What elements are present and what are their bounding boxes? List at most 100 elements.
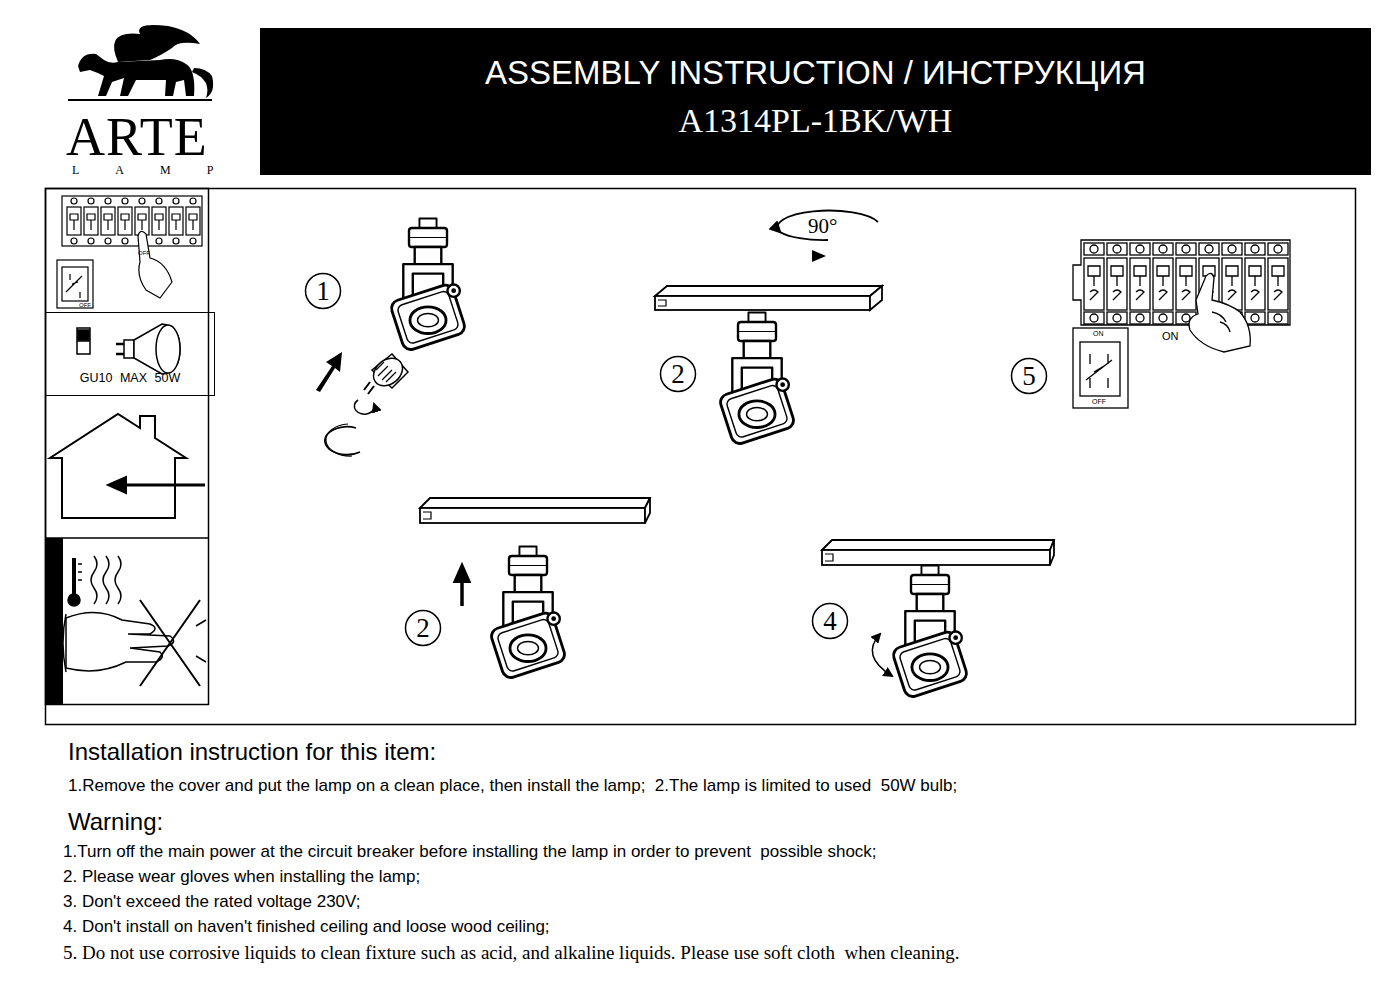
- breaker-icon-part-part: [71, 198, 77, 204]
- step2-insert-lamp-part: [423, 512, 431, 519]
- breaker-icon: [57, 196, 202, 308]
- brand-subtitle: LAMP: [72, 164, 249, 178]
- step5-breaker-part: [1245, 243, 1265, 324]
- step1-lamp-part: [364, 353, 408, 394]
- title-band: ASSEMBLY INSTRUCTION / ИНСТРУКЦИЯA1314PL…: [260, 28, 1371, 175]
- breaker-icon-part: [62, 267, 88, 301]
- warning-text: 1.Turn off the main power at the circuit…: [63, 842, 877, 862]
- indoor-icon-part: [50, 414, 186, 518]
- breaker-icon-part: [138, 231, 172, 298]
- switch-state: ON: [1162, 330, 1179, 343]
- step5-breaker-part-part: [1090, 314, 1098, 322]
- brand-name: ARTE: [66, 106, 208, 168]
- step5-breaker-part: [1153, 243, 1173, 324]
- step5-breaker: [1073, 240, 1290, 408]
- step5-breaker-part-part: [1088, 266, 1100, 300]
- step5-breaker-part: [1073, 240, 1290, 325]
- step-number: 4: [807, 602, 853, 640]
- title: ASSEMBLY INSTRUCTION / ИНСТРУКЦИЯ: [260, 50, 1371, 96]
- step2-rotate-lamp-part: [718, 313, 795, 446]
- bulb-icon-part: [134, 324, 180, 374]
- step-circle: 1: [300, 272, 346, 310]
- heat-warning-icon-part: [196, 620, 206, 662]
- step2-insert-lamp-part: [454, 564, 470, 582]
- step2-rotate-lamp-part: [812, 250, 826, 262]
- logo-griffin: [68, 25, 213, 100]
- bulb-icon-part: [124, 340, 134, 358]
- logo-griffin-part: [192, 68, 213, 98]
- breaker-icon-part: [101, 198, 115, 244]
- logo-griffin-part: [114, 25, 200, 62]
- warning-text: 5. Do not use corrosive liquids to clean…: [63, 942, 959, 964]
- step2-insert-lamp-part: [420, 498, 650, 508]
- step2-insert-lamp-part: [420, 508, 645, 523]
- step4-adjust-lamp-part: [1050, 540, 1054, 565]
- step4-adjust-lamp-part: [825, 554, 833, 561]
- bulb-spec: GU10 MAX 50W: [46, 369, 214, 387]
- panel-divider: [45, 537, 208, 539]
- breaker-icon-part: [118, 198, 132, 244]
- step2-rotate-lamp-part: [870, 286, 882, 310]
- frame: [46, 189, 1356, 725]
- step-number: 1: [300, 272, 346, 310]
- step1-lamp-part-part: [376, 362, 396, 382]
- step1-lamp-part-part: [368, 353, 408, 392]
- step4-adjust-lamp-part: [822, 540, 1054, 550]
- breaker-icon-part-part: [67, 207, 81, 235]
- step-circle: 2: [655, 355, 701, 393]
- indoor-icon-part: [108, 477, 126, 493]
- heat-warning-icon-part: [140, 600, 200, 686]
- section-heading: Warning:: [68, 808, 163, 836]
- step1-lamp-part: [316, 352, 342, 392]
- step-circle: 5: [1006, 357, 1052, 395]
- step5-breaker-part-part: [1084, 243, 1104, 255]
- breaker-icon-part: [67, 198, 81, 244]
- breaker-icon-part-part: [71, 238, 77, 244]
- breaker-icon-part: [62, 196, 202, 246]
- breaker-icon-part-part: [70, 214, 78, 230]
- step5-breaker-part: [1080, 342, 1120, 396]
- step2-insert-lamp-part: [645, 498, 650, 523]
- step5-breaker-part: [1176, 243, 1196, 324]
- warning-text: 3. Don't exceed the rated voltage 230V;: [63, 892, 360, 912]
- heat-warning-icon-part: [91, 556, 121, 604]
- breaker-icon-part: [57, 260, 93, 308]
- heat-warning-icon-part: [140, 600, 200, 686]
- warning-text: 4. Don't install on haven't finished cei…: [63, 917, 550, 937]
- step2-rotate-lamp: [655, 211, 882, 446]
- model-number: A1314PL-1BK/WH: [260, 96, 1371, 146]
- step4-adjust-lamp-part: [822, 550, 1050, 565]
- indoor-icon: [50, 414, 205, 518]
- icon-column: [46, 189, 209, 705]
- heat-warning-icon-part: [72, 558, 76, 594]
- switch-state: OFF: [1092, 398, 1106, 406]
- step-circle: 2: [400, 609, 446, 647]
- bulb-icon-part: [116, 344, 124, 354]
- switch-state: ON: [1093, 330, 1104, 338]
- logo-griffin-part: [68, 99, 212, 101]
- bulb-icon-part: [77, 328, 90, 354]
- step5-breaker-part-part: [1090, 245, 1098, 253]
- breaker-icon-part: [66, 274, 82, 298]
- breaker-icon-part: [169, 198, 183, 244]
- step-number: 2: [655, 355, 701, 393]
- step4-adjust-lamp-part: [872, 634, 892, 676]
- step2-rotate-lamp-part: [655, 296, 870, 310]
- breaker-icon-part: [152, 198, 166, 244]
- step4-adjust-lamp: [822, 540, 1054, 699]
- bulb-panel: GU10 MAX 50W: [45, 312, 215, 396]
- heat-warning-icon-part: [68, 594, 80, 606]
- breaker-icon-part: [186, 198, 200, 244]
- bulb-icon-part: [78, 330, 89, 340]
- step-circle: 4: [807, 602, 853, 640]
- step5-breaker-part: [1268, 243, 1288, 324]
- step5-breaker-part-part: [1084, 312, 1104, 324]
- step5-breaker-part: [1107, 243, 1127, 324]
- warning-text: 2. Please wear gloves when installing th…: [63, 867, 420, 887]
- power-off-panel: OFFOFF: [45, 188, 209, 313]
- step5-breaker-part: [1073, 328, 1128, 408]
- step1-lamp-part-part: [364, 382, 374, 394]
- step2-insert-lamp: [420, 498, 650, 680]
- instruction-text: 1.Remove the cover and put the lamp on a…: [68, 776, 957, 796]
